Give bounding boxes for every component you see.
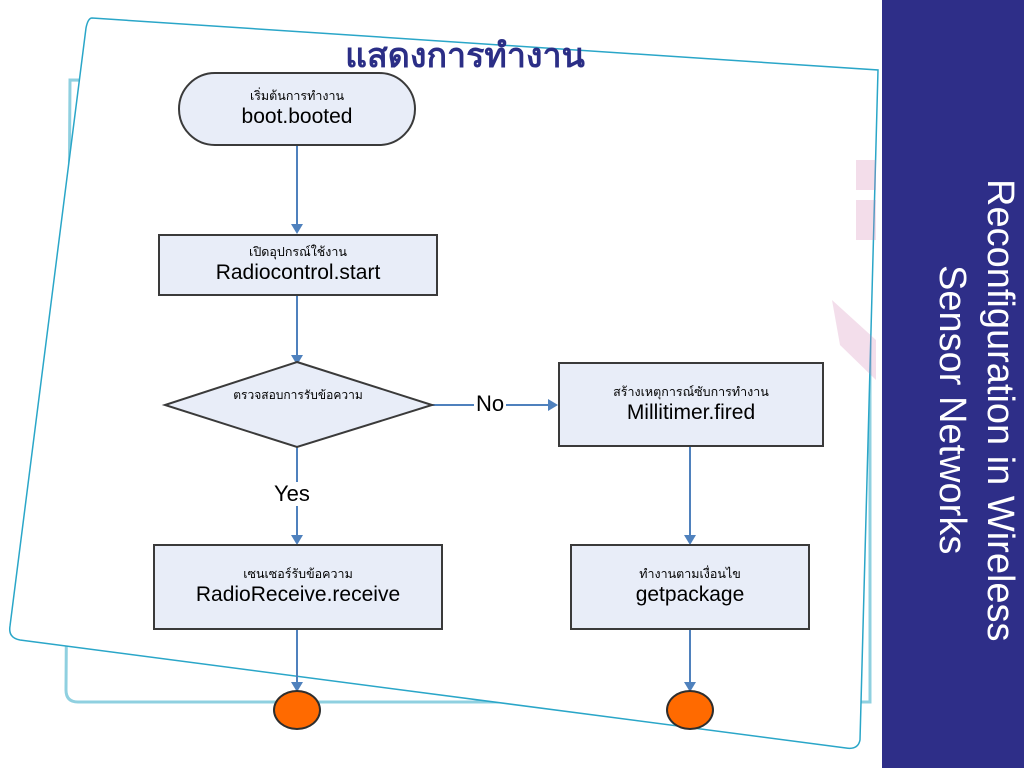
end-terminal-right [666,690,714,730]
connectors [296,146,691,684]
sidebar-title: Reconfiguration in Wireless Sensor Netwo… [886,0,1024,768]
getpackage-thai-label: ทำงานตามเงื่อนไข [639,566,741,581]
page-title: แสดงการทำงาน [345,36,585,76]
millitimer-node: สร้างเหตุการณ์ซับการทำงาน Millitimer.fir… [558,362,824,447]
radiocontrol-thai-label: เปิดอุปกรณ์ใช้งาน [249,244,347,259]
getpackage-node: ทำงานตามเงื่อนไข getpackage [570,544,810,630]
radioreceive-thai-label: เซนเซอร์รับข้อความ [243,566,353,581]
radiocontrol-label: Radiocontrol.start [215,261,381,284]
radiocontrol-node: เปิดอุปกรณ์ใช้งาน Radiocontrol.start [158,234,438,296]
radioreceive-node: เซนเซอร์รับข้อความ RadioReceive.receive [153,544,443,630]
yes-label: Yes [272,481,312,506]
faint-arrow-icon [832,160,876,380]
start-node-thai-label: เริ่มต้นการทำงาน [249,88,345,103]
end-terminal-left [273,690,321,730]
start-node: เริ่มต้นการทำงาน boot.booted [178,72,416,146]
sidebar-title-line2: Sensor Networks [931,265,973,555]
arrowheads [291,224,696,692]
radioreceive-label: RadioReceive.receive [195,583,401,606]
sidebar-panel [882,0,1024,768]
decision-diamond [161,360,436,449]
decision-label: ตรวจสอบการรับข้อความ [233,388,363,402]
getpackage-label: getpackage [635,583,745,606]
no-label: No [474,391,507,416]
millitimer-thai-label: สร้างเหตุการณ์ซับการทำงาน [613,383,769,399]
start-node-label: boot.booted [241,105,353,128]
millitimer-label: Millitimer.fired [626,400,756,424]
sidebar-title-line1: Reconfiguration in Wireless [979,178,1021,642]
